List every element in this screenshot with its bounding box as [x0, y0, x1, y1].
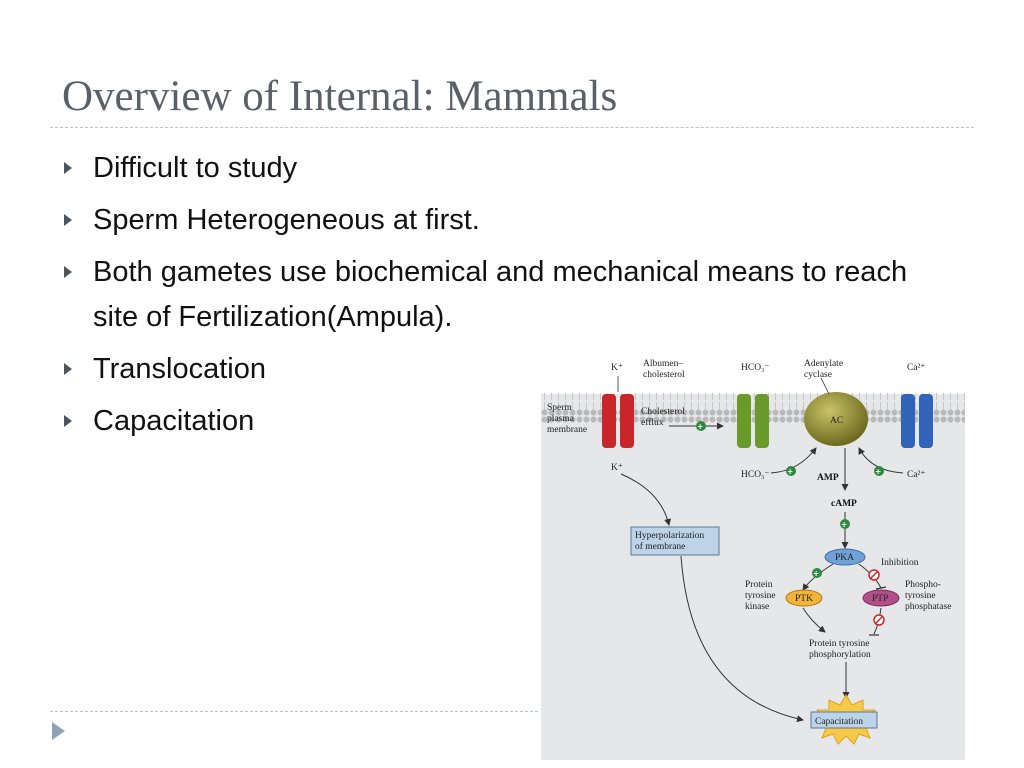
svg-text:+: + [814, 569, 819, 579]
cytoplasm-area [541, 394, 965, 760]
bullet-text: Both gametes use biochemical and mechani… [93, 256, 908, 333]
ptp-node [862, 589, 900, 607]
label-k-top: K⁺ [611, 363, 623, 373]
label-ca-bottom: Ca²⁺ [907, 470, 925, 480]
capacitation-box [810, 711, 878, 729]
label-plasma: plasma [547, 414, 575, 424]
bullet-text: Sperm Heterogeneous at first. [93, 204, 480, 236]
title-divider [50, 127, 974, 128]
label-membrane: membrane [547, 425, 587, 435]
capacitation-pathway-figure: K⁺ Albumen– cholesterol HCO₃⁻ Adenylate … [541, 356, 965, 760]
svg-text:+: + [788, 467, 793, 477]
label-hco3-bottom: HCO₃⁻ [741, 470, 769, 480]
bullet-item: Difficult to study [62, 146, 942, 191]
label-ptp: PTP [872, 594, 888, 604]
label-ca-top: Ca²⁺ [907, 363, 925, 373]
bullet-arrow-icon [64, 363, 72, 375]
svg-text:+: + [698, 422, 703, 432]
label-capacitation: Capacitation [815, 717, 863, 727]
label-cholesterol-efflux-1: Cholesterol [641, 407, 685, 417]
stimulation-icon [696, 421, 706, 431]
label-ptk-desc-1: Protein [745, 580, 773, 590]
label-ptk-desc-3: kinase [745, 602, 769, 612]
label-albumen: Albumen– [643, 359, 683, 369]
footer-divider [50, 711, 538, 712]
label-amp: AMP [817, 473, 839, 483]
bullet-item: Capacitation [62, 399, 942, 444]
bullet-text: Difficult to study [93, 152, 298, 184]
k-channel [602, 376, 634, 448]
label-phosphorylation-2: phosphorylation [809, 650, 871, 660]
svg-text:+: + [842, 520, 847, 530]
hyperpolarization-box [630, 526, 720, 556]
label-inhibition: Inhibition [881, 558, 919, 568]
calcium-channel [901, 394, 933, 448]
bullet-item: Both gametes use biochemical and mechani… [62, 250, 942, 340]
bullet-item: Sperm Heterogeneous at first. [62, 198, 942, 243]
bullet-item: Translocation [62, 347, 942, 392]
bullet-text: Capacitation [93, 405, 255, 437]
pathway-diagram: K⁺ Albumen– cholesterol HCO₃⁻ Adenylate … [541, 356, 965, 760]
label-ptk-desc-2: tyrosine [745, 591, 776, 601]
label-hyperpolarization-1: Hyperpolarization [635, 531, 704, 541]
pka-node [824, 548, 866, 566]
label-pka: PKA [835, 553, 854, 563]
label-ac: AC [830, 416, 843, 426]
bullet-text: Translocation [93, 353, 267, 385]
bullet-arrow-icon [64, 162, 72, 174]
bullet-arrow-icon [64, 266, 72, 278]
label-sperm: Sperm [547, 403, 572, 413]
label-ptp-desc-3: phosphatase [905, 602, 951, 612]
label-phosphorylation-1: Protein tyrosine [809, 639, 869, 649]
ptk-node [785, 589, 823, 607]
adenylate-cyclase-enzyme [804, 392, 868, 446]
extracellular-space [541, 356, 965, 394]
bullet-arrow-icon [64, 214, 72, 226]
svg-text:+: + [876, 467, 881, 477]
label-k-bottom: K⁺ [611, 463, 623, 473]
label-ptk: PTK [795, 594, 813, 604]
bicarbonate-channel [737, 394, 769, 448]
label-cholesterol-efflux-2: efflux [641, 417, 664, 428]
label-camp: cAMP [831, 499, 857, 509]
slide-title: Overview of Internal: Mammals [62, 73, 618, 120]
label-cholesterol: cholesterol [643, 370, 685, 380]
label-adenylate: Adenylate [804, 359, 843, 369]
label-ptp-desc-2: tyrosine [905, 591, 936, 601]
slide-nav-arrow-icon[interactable] [52, 722, 65, 740]
bullet-list: Difficult to study Sperm Heterogeneous a… [62, 146, 942, 451]
label-cyclase: cyclase [804, 370, 832, 380]
label-hco3-top: HCO₃⁻ [741, 363, 769, 373]
label-ptp-desc-1: Phospho- [905, 580, 941, 590]
bullet-arrow-icon [64, 415, 72, 427]
label-hyperpolarization-2: of membrane [635, 541, 685, 552]
